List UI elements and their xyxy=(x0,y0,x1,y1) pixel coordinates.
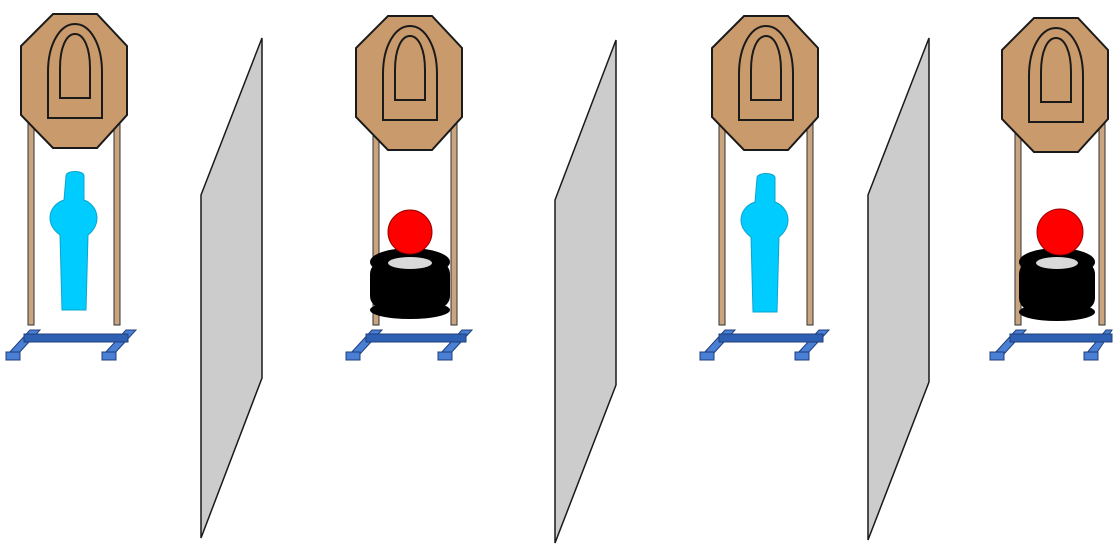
stand-base xyxy=(700,330,829,360)
steel-plate-target xyxy=(356,16,462,150)
steel-plate-target xyxy=(1002,18,1108,152)
silhouette-target xyxy=(50,172,97,311)
tire-target xyxy=(370,248,450,319)
target-stand-2 xyxy=(346,16,472,360)
barrier-panel-2 xyxy=(555,40,616,543)
stand-base xyxy=(346,330,472,360)
target-stand-3 xyxy=(700,16,829,360)
red-ball-target xyxy=(388,210,432,254)
target-stand-1 xyxy=(6,14,136,360)
tire-target xyxy=(1019,248,1095,321)
silhouette-target xyxy=(741,174,788,313)
barrier-panel-3 xyxy=(868,38,929,540)
target-stand-4 xyxy=(990,18,1112,360)
barrier-panel-1 xyxy=(201,38,262,538)
stand-base xyxy=(6,330,136,360)
stand-base xyxy=(990,330,1112,360)
steel-plate-target xyxy=(21,14,127,148)
red-ball-target xyxy=(1037,209,1083,255)
steel-plate-target xyxy=(712,16,818,150)
